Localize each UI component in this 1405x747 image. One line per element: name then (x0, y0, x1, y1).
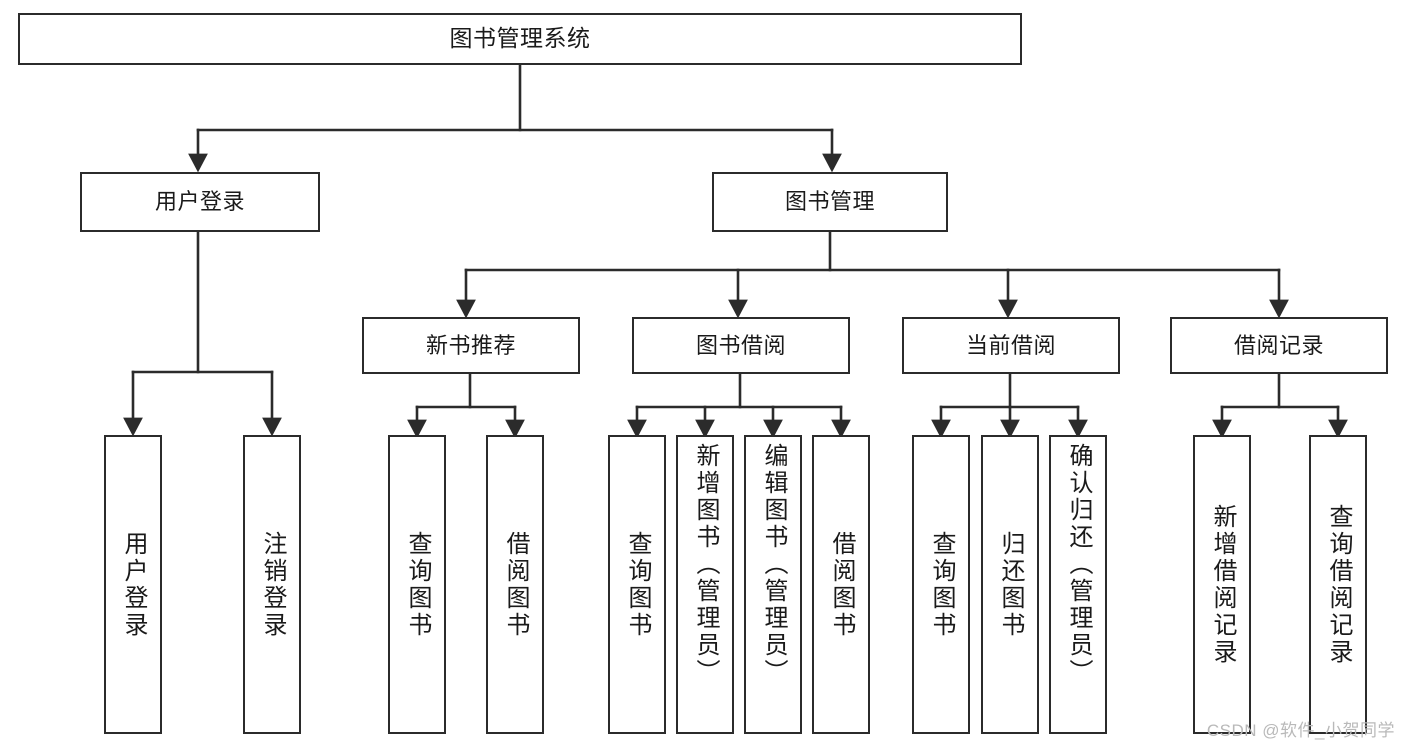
node-label: 借阅图书 (502, 530, 529, 639)
node-label: 图书管理系统 (449, 25, 591, 52)
node-book-management[interactable]: 图书管理 (712, 172, 948, 232)
node-borrow-record[interactable]: 借阅记录 (1170, 317, 1388, 374)
leaf-add-book-admin[interactable]: 新增图书（管理员） (676, 435, 734, 734)
node-label: 借阅记录 (1233, 332, 1324, 358)
node-label: 确认归还（管理员） (1065, 443, 1092, 686)
node-label: 图书借阅 (695, 332, 786, 358)
leaf-return-book[interactable]: 归还图书 (981, 435, 1039, 734)
node-label: 新增借阅记录 (1209, 503, 1236, 666)
leaf-borrow-book-recommend[interactable]: 借阅图书 (486, 435, 544, 734)
node-new-book-recommend[interactable]: 新书推荐 (362, 317, 580, 374)
leaf-query-book-borrow[interactable]: 查询图书 (608, 435, 666, 734)
node-label: 新书推荐 (425, 332, 516, 358)
leaf-borrow-book-borrow[interactable]: 借阅图书 (812, 435, 870, 734)
node-label: 注销登录 (259, 530, 286, 639)
leaf-query-borrow-record[interactable]: 查询借阅记录 (1309, 435, 1367, 734)
node-label: 编辑图书（管理员） (760, 443, 787, 686)
node-label: 归还图书 (997, 530, 1024, 639)
leaf-confirm-return-admin[interactable]: 确认归还（管理员） (1049, 435, 1107, 734)
node-label: 图书管理 (784, 189, 875, 215)
leaf-query-book-current[interactable]: 查询图书 (912, 435, 970, 734)
node-label: 新增图书（管理员） (692, 443, 719, 686)
node-label: 查询图书 (404, 530, 431, 639)
node-current-borrow[interactable]: 当前借阅 (902, 317, 1120, 374)
node-book-borrow[interactable]: 图书借阅 (632, 317, 850, 374)
watermark-credit: CSDN @软件_小贺同学 (1206, 721, 1395, 740)
node-label: 用户登录 (120, 530, 147, 639)
node-label: 用户登录 (154, 189, 245, 215)
leaf-add-borrow-record[interactable]: 新增借阅记录 (1193, 435, 1251, 734)
leaf-edit-book-admin[interactable]: 编辑图书（管理员） (744, 435, 802, 734)
node-label: 查询图书 (928, 530, 955, 639)
leaf-query-book-recommend[interactable]: 查询图书 (388, 435, 446, 734)
node-label: 查询借阅记录 (1325, 503, 1352, 666)
leaf-user-login[interactable]: 用户登录 (104, 435, 162, 734)
leaf-logout-login[interactable]: 注销登录 (243, 435, 301, 734)
node-user-login[interactable]: 用户登录 (80, 172, 320, 232)
node-label: 当前借阅 (965, 332, 1056, 358)
node-label: 查询图书 (624, 530, 651, 639)
node-root-book-management-system[interactable]: 图书管理系统 (18, 13, 1022, 65)
node-label: 借阅图书 (828, 530, 855, 639)
